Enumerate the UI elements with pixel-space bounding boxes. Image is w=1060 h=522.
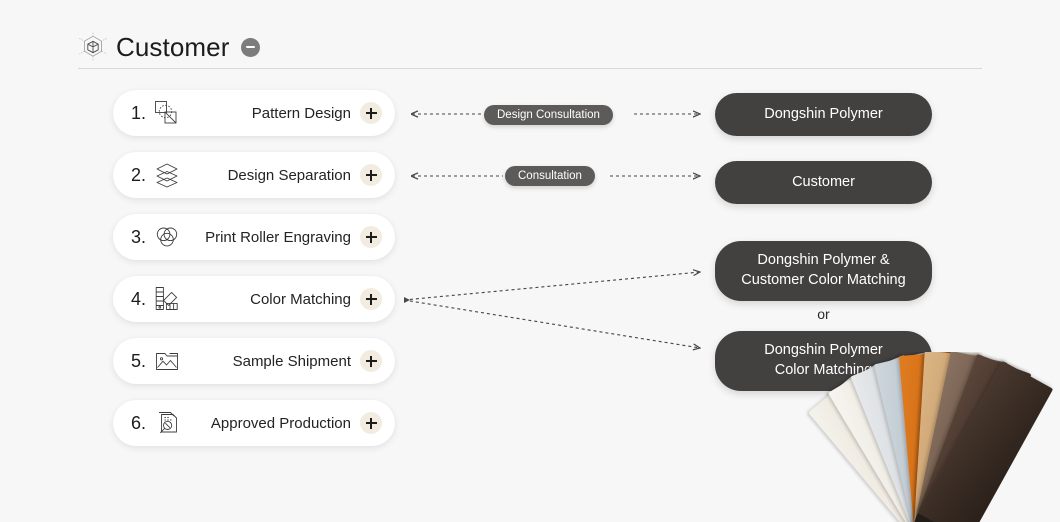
pattern-design-icon xyxy=(152,98,182,128)
expand-step-button[interactable] xyxy=(360,350,382,372)
section-header: Customer xyxy=(78,26,982,68)
step-number: 3. xyxy=(131,226,147,247)
step-number: 1. xyxy=(131,102,147,123)
node-label-line2: Color Matching xyxy=(774,362,873,378)
connector-origin-marker xyxy=(404,297,410,303)
step-number: 6. xyxy=(131,412,147,433)
collapse-toggle-button[interactable] xyxy=(240,37,260,57)
step-card-design-separation[interactable]: 2. Design Separation xyxy=(113,152,395,198)
node-dongshin-polymer[interactable]: Dongshin Polymer xyxy=(715,93,932,136)
expand-step-button[interactable] xyxy=(360,226,382,248)
page-title: Customer xyxy=(116,31,230,62)
expand-step-button[interactable] xyxy=(360,412,382,434)
layers-icon xyxy=(152,160,182,190)
image-folder-icon xyxy=(152,346,182,376)
panel-samples-photo xyxy=(806,352,1060,522)
node-label-line1: Dongshin Polymer xyxy=(764,342,883,359)
header-divider xyxy=(78,68,982,69)
minus-icon xyxy=(245,46,255,48)
step-label: Design Separation xyxy=(227,166,351,184)
connector-line-4-upper xyxy=(403,272,700,301)
expand-step-button[interactable] xyxy=(360,164,382,186)
step-card-pattern-design[interactable]: 1. Pattern Design xyxy=(113,90,395,136)
step-card-print-roller-engraving[interactable]: 3. Print Roller Engraving xyxy=(113,214,395,260)
step-number: 5. xyxy=(131,350,147,371)
step-label: Color Matching xyxy=(250,290,351,308)
node-label-line1: Dongshin Polymer & xyxy=(757,252,890,269)
color-swatch-icon xyxy=(152,284,182,314)
step-label: Print Roller Engraving xyxy=(205,228,351,246)
expand-step-button[interactable] xyxy=(360,102,382,124)
node-label: Dongshin Polymer & Customer Color Matchi… xyxy=(741,251,905,290)
node-dongshin-and-customer-color-matching[interactable]: Dongshin Polymer & Customer Color Matchi… xyxy=(715,241,932,301)
step-card-sample-shipment[interactable]: 5. Sample Shipment xyxy=(113,338,395,384)
step-number: 4. xyxy=(131,288,147,309)
expand-step-button[interactable] xyxy=(360,288,382,310)
node-customer[interactable]: Customer xyxy=(715,161,932,204)
process-step-list: 1. Pattern Design 2. De xyxy=(113,90,395,462)
venn-circles-icon xyxy=(152,222,182,252)
node-label: Customer xyxy=(792,173,855,190)
step-label: Approved Production xyxy=(210,414,351,432)
or-separator-text: or xyxy=(817,306,830,322)
cube-hexagon-icon xyxy=(78,32,108,62)
node-label: Dongshin Polymer xyxy=(764,105,883,122)
connector-label-consultation[interactable]: Consultation xyxy=(505,166,595,186)
step-label: Pattern Design xyxy=(251,104,351,122)
node-label: Dongshin Polymer Color Matching xyxy=(764,341,882,380)
step-card-color-matching[interactable]: 4. Color Matching xyxy=(113,276,395,322)
connector-label-design-consultation[interactable]: Design Consultation xyxy=(484,105,613,125)
document-search-icon xyxy=(152,408,182,438)
node-label-line2: Customer Color Matching xyxy=(741,272,906,288)
step-number: 2. xyxy=(131,164,147,185)
step-card-approved-production[interactable]: 6. Approved Production xyxy=(113,400,395,446)
step-label: Sample Shipment xyxy=(232,352,351,370)
connector-line-4-lower xyxy=(403,299,700,348)
